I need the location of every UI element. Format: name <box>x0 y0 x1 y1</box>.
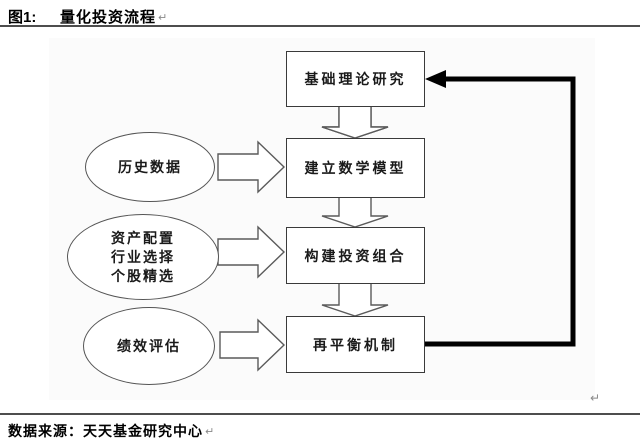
source-note-text: 数据来源：天天基金研究中心 <box>8 423 203 439</box>
feedback-loop-arrowhead-icon <box>425 70 446 88</box>
footer-rule <box>0 413 640 415</box>
return-mark-icon: ↵ <box>590 391 601 405</box>
return-mark-icon: ↵ <box>205 426 216 438</box>
ellipse-allocation-selection: 资产配置 行业选择 个股精选 <box>67 214 219 300</box>
source-note: 数据来源：天天基金研究中心↵ <box>8 421 215 441</box>
ellipse-line: 行业选择 <box>111 248 175 265</box>
box-label: 基础理论研究 <box>304 71 407 87</box>
down-arrow-1 <box>321 106 389 139</box>
right-arrow-2 <box>217 225 286 279</box>
header-rule <box>0 25 640 27</box>
feedback-loop-line <box>424 76 576 347</box>
ellipse-label: 历史数据 <box>118 159 182 175</box>
ellipse-label: 绩效评估 <box>117 338 181 354</box>
ellipse-performance-evaluation: 绩效评估 <box>83 307 215 385</box>
box-label: 再平衡机制 <box>313 336 398 353</box>
figure-title: 量化投资流程↵ <box>60 6 168 27</box>
ellipse-historical-data: 历史数据 <box>85 132 215 202</box>
return-mark-icon: ↵ <box>158 12 169 24</box>
down-arrow-3 <box>321 282 389 317</box>
figure-label: 图1: <box>8 9 37 26</box>
ellipse-line: 个股精选 <box>111 267 175 284</box>
box-basic-theory-research: 基础理论研究 <box>286 51 425 107</box>
box-rebalancing-mechanism: 再平衡机制 <box>286 316 425 373</box>
figure-title-text: 量化投资流程 <box>60 9 157 26</box>
box-construct-portfolio: 构建投资组合 <box>286 227 425 284</box>
right-arrow-1 <box>217 140 286 194</box>
right-arrow-3 <box>219 318 286 372</box>
box-build-math-model: 建立数学模型 <box>286 138 425 198</box>
ellipse-line: 资产配置 <box>111 229 175 246</box>
down-arrow-2 <box>321 196 389 228</box>
box-label: 构建投资组合 <box>304 247 407 264</box>
box-label: 建立数学模型 <box>304 160 407 176</box>
